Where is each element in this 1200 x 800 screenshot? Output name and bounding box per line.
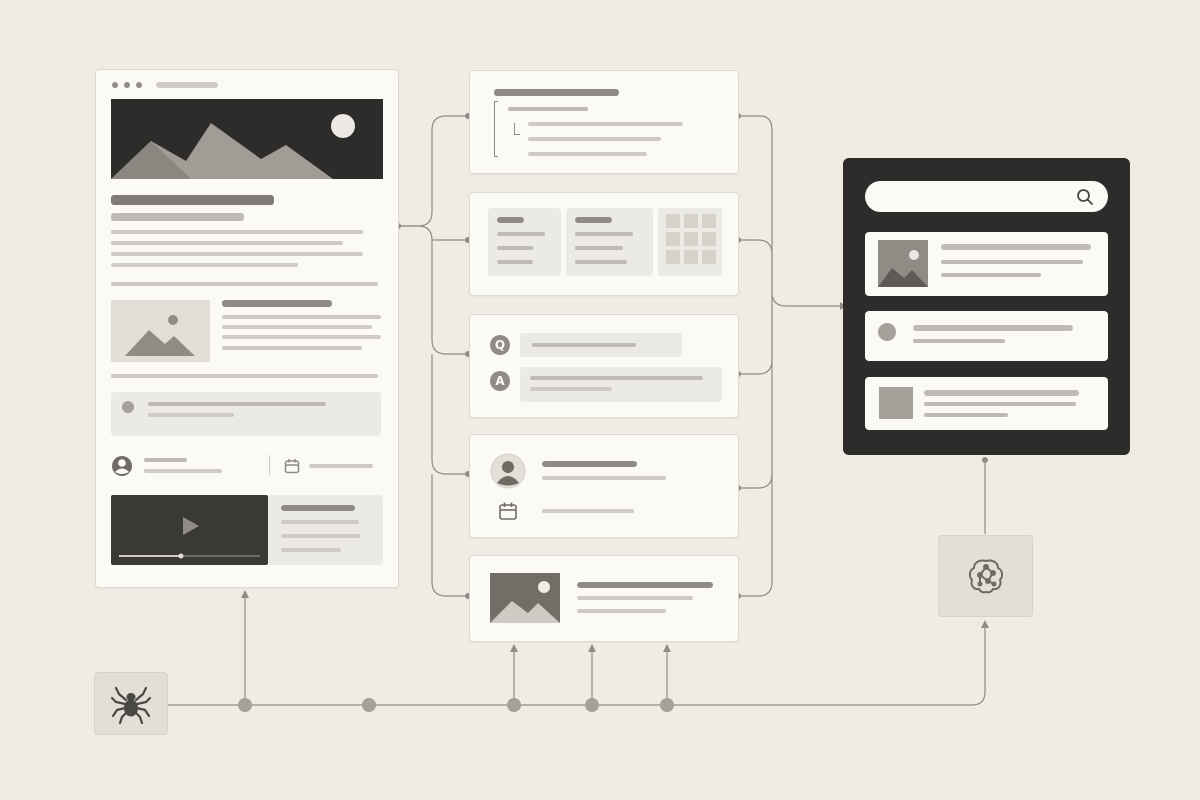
text-line — [281, 534, 360, 538]
result-snippet — [913, 339, 1005, 343]
outline-card — [469, 70, 739, 174]
window-dot — [124, 82, 130, 88]
outline-item — [528, 152, 647, 156]
image-placeholder-icon — [490, 573, 560, 623]
callout-dot — [122, 401, 134, 413]
search-result[interactable] — [865, 377, 1108, 430]
outline-tree-line — [514, 123, 520, 135]
question-badge: Q — [490, 335, 510, 355]
video-title — [281, 505, 355, 511]
answer-text — [530, 387, 612, 391]
qa-card: Q A — [469, 314, 739, 418]
result-snippet — [941, 260, 1083, 264]
result-title — [924, 390, 1079, 396]
result-thumbnail — [879, 387, 913, 419]
outline-item — [528, 137, 661, 141]
text-line — [111, 230, 363, 234]
article-subtitle — [111, 213, 244, 221]
play-icon — [119, 517, 260, 559]
user-avatar-icon — [490, 453, 526, 489]
text-line — [111, 241, 343, 245]
question-text — [532, 343, 636, 347]
author-meta — [542, 476, 666, 480]
media-card — [469, 555, 739, 642]
cell — [575, 232, 633, 236]
divider — [269, 455, 270, 475]
figure-title — [222, 300, 332, 307]
date-text — [309, 464, 373, 468]
video-player — [111, 495, 268, 565]
outline-heading — [494, 89, 619, 96]
brain-network-icon — [968, 559, 1003, 594]
result-title — [913, 325, 1073, 331]
window-dot — [136, 82, 142, 88]
text-line — [222, 325, 372, 329]
search-icon[interactable] — [1076, 188, 1094, 206]
text-line — [148, 402, 326, 406]
outline-item — [508, 107, 588, 111]
text-line — [111, 252, 363, 256]
media-thumbnail — [490, 573, 560, 623]
processor-node — [938, 535, 1033, 617]
author-name — [144, 458, 187, 462]
cell — [497, 232, 545, 236]
column-header — [497, 217, 524, 223]
cell — [497, 246, 533, 250]
text-line — [281, 520, 359, 524]
crawler-node — [94, 672, 168, 735]
text-line — [148, 413, 234, 417]
text-line — [111, 374, 378, 378]
text-line — [577, 596, 693, 600]
metadata-card — [469, 434, 739, 538]
calendar-icon — [498, 501, 518, 521]
user-avatar-icon — [111, 455, 133, 477]
answer-box — [520, 367, 722, 402]
inline-image — [111, 300, 210, 362]
cell — [575, 246, 623, 250]
outline-tree-line — [494, 101, 498, 157]
image-placeholder-icon — [878, 240, 928, 287]
text-line — [111, 263, 298, 267]
text-line — [222, 315, 381, 319]
search-results-panel — [843, 158, 1130, 455]
calendar-icon — [284, 458, 300, 474]
result-avatar — [878, 323, 896, 341]
cell — [497, 260, 533, 264]
search-result[interactable] — [865, 311, 1108, 361]
author-name — [542, 461, 637, 467]
date-text — [542, 509, 634, 513]
table-card — [469, 192, 739, 296]
answer-text — [530, 376, 703, 380]
result-snippet — [924, 413, 1008, 417]
cell — [575, 260, 627, 264]
search-result[interactable] — [865, 232, 1108, 296]
text-line — [222, 346, 362, 350]
text-line — [111, 282, 378, 286]
hero-image — [111, 99, 383, 179]
answer-badge: A — [490, 371, 510, 391]
grid-icon — [666, 214, 718, 270]
column-header — [575, 217, 612, 223]
text-line — [222, 335, 381, 339]
author-meta — [144, 469, 222, 473]
media-title — [577, 582, 713, 588]
result-snippet — [924, 402, 1076, 406]
text-line — [577, 609, 666, 613]
result-snippet — [941, 273, 1041, 277]
source-webpage — [95, 69, 399, 588]
text-line — [281, 548, 341, 552]
outline-item — [528, 122, 683, 126]
spider-icon — [110, 686, 152, 724]
window-dot — [112, 82, 118, 88]
mountain-icon — [111, 114, 355, 179]
image-placeholder-icon — [125, 315, 195, 356]
result-title — [941, 244, 1091, 250]
address-bar — [156, 82, 218, 88]
article-title — [111, 195, 274, 205]
search-input[interactable] — [865, 181, 1108, 212]
